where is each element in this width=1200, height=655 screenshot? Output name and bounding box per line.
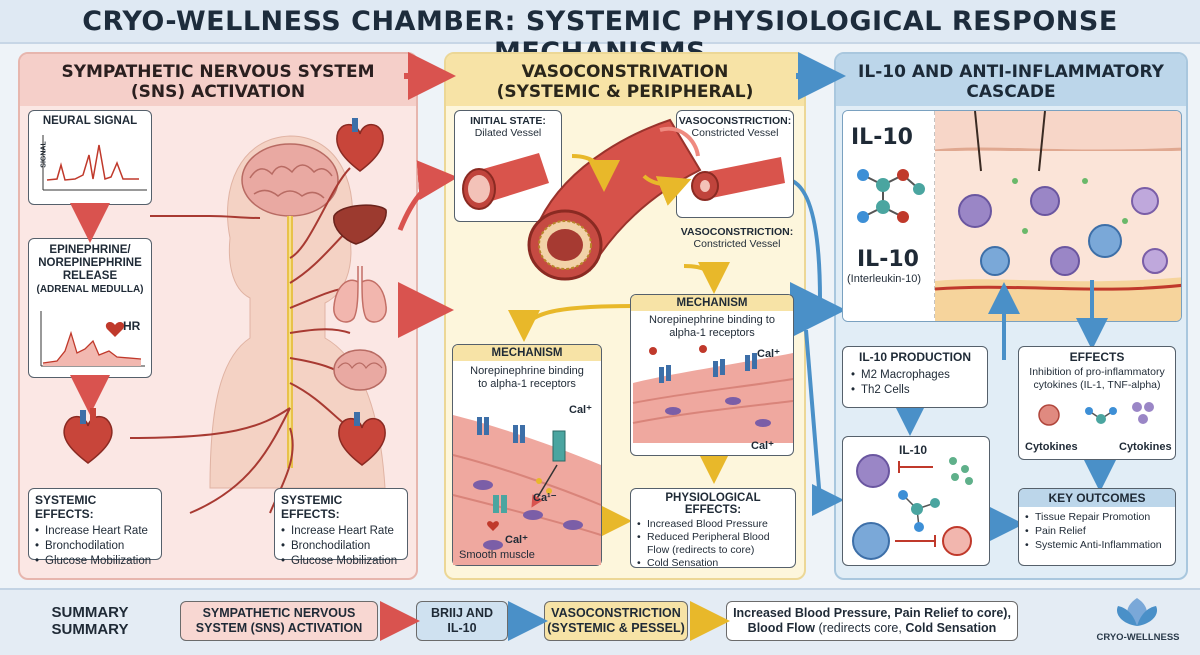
receptor-tissue-right: [632, 345, 794, 443]
il10-panel-header: IL-10 AND ANTI-INFLAMMATORY CASCADE: [836, 54, 1186, 106]
initial-state-box: INITIAL STATE: Dilated Vessel: [454, 110, 562, 222]
systemic-effects-left-box: SYSTEMIC EFFECTS: Increase Heart Rate Br…: [28, 488, 162, 569]
physiological-effects-box: PHYSIOLOGICAL EFFECTS: Increased Blood P…: [630, 488, 796, 570]
dilated-vessel-icon: [462, 153, 549, 210]
list-item: Glucose Mobilization: [281, 554, 401, 569]
liver-icon: [333, 204, 387, 245]
heart-organ-icon: [63, 408, 113, 464]
skin-tissue-illustration: [934, 111, 1181, 321]
list-item: Reduced Peripheral Blood Flow (redirects…: [637, 531, 789, 557]
vasoconstriction-panel-header: VASOCONSTRIVATION (SYSTEMIC & PERIPHERAL…: [446, 54, 804, 106]
il10-effects-box: EFFECTS Inhibition of pro-inflammatory c…: [1018, 346, 1176, 460]
il10-interaction-box: IL-10: [842, 436, 990, 566]
list-item: Cold Sensation: [637, 557, 789, 570]
cryo-wellness-logo-icon: [1116, 598, 1158, 626]
list-item: Systemic Anti-Inflammation: [1025, 538, 1169, 552]
heart-organ-top-icon: [336, 118, 384, 172]
heart-rate-graph: [40, 311, 145, 367]
receptor-tissue-left: [452, 415, 602, 565]
cytokines-icons: [1038, 402, 1154, 426]
neural-signal-box: NEURAL SIGNAL SIGNAL: [28, 110, 152, 205]
page-title: CRYO-WELLNESS CHAMBER: SYSTEMIC PHYSIOLO…: [82, 6, 1118, 68]
heart-icon: [105, 322, 125, 337]
il10-production-list: M2 Macrophages Th2 Cells: [851, 368, 979, 398]
list-item: Tissue Repair Promotion: [1025, 510, 1169, 524]
mechanism-left-box: MECHANISM Norepinephrine binding to alph…: [452, 344, 602, 566]
list-item: Increased Blood Pressure: [637, 518, 789, 531]
large-vessel-illustration: [527, 118, 702, 281]
systemic-effects-right-list: Increase Heart Rate Bronchodilation Gluc…: [281, 524, 401, 569]
lungs-icon: [333, 266, 387, 323]
vaso-yellow-arrows: [508, 154, 730, 537]
list-item: Increase Heart Rate: [281, 524, 401, 539]
summary-chip-vaso: VASOCONSTRICTION(SYSTEMIC & PESSEL): [544, 601, 688, 641]
heart-organ-bottom-icon: [338, 412, 386, 466]
systemic-effects-right-box: SYSTEMIC EFFECTS: Increase Heart Rate Br…: [274, 488, 408, 569]
il10-molecule-icon: [857, 169, 925, 223]
il10-production-box: IL-10 PRODUCTION M2 Macrophages Th2 Cell…: [842, 346, 988, 408]
brain-organ-icon: [333, 349, 387, 391]
list-item: Glucose Mobilization: [35, 554, 155, 569]
list-item: Bronchodilation: [35, 539, 155, 554]
constricted-vessel-mid-label: VASOCONSTRICTION: Constricted Vessel: [680, 226, 794, 250]
il10-interaction-diagram: [852, 454, 973, 560]
hormone-release-box: EPINEPHRINE/ NOREPINEPHRINE RELEASE (ADR…: [28, 238, 152, 378]
mechanism-right-box: MECHANISM Norepinephrine binding to alph…: [630, 294, 794, 456]
key-outcomes-list: Tissue Repair Promotion Pain Relief Syst…: [1025, 510, 1169, 552]
systemic-effects-left-list: Increase Heart Rate Bronchodilation Gluc…: [35, 524, 155, 569]
sns-column-arrows: [70, 203, 110, 415]
brain-icon: [241, 143, 339, 217]
il10-illustration-box: IL-10 IL-10 (Interleukin-10): [842, 110, 1182, 322]
summary-chip-outcomes: Increased Blood Pressure, Pain Relief to…: [726, 601, 1018, 641]
sns-panel-header: SYMPATHETIC NERVOUS SYSTEM (SNS) ACTIVAT…: [20, 54, 416, 106]
title-bar: [0, 0, 1200, 44]
body-arrow-vaso-il10-bottom: [804, 329, 844, 516]
brand-name: CRYO-WELLNESS: [1096, 632, 1180, 643]
neural-signal-graph: [42, 135, 147, 191]
physiological-effects-list: Increased Blood Pressure Reduced Periphe…: [637, 518, 789, 570]
summary-label: SUMMARY SUMMARY: [51, 604, 129, 638]
list-item: Increase Heart Rate: [35, 524, 155, 539]
list-item: Bronchodilation: [281, 539, 401, 554]
list-item: M2 Macrophages: [851, 368, 979, 383]
list-item: Th2 Cells: [851, 383, 979, 398]
constricted-vessel-icon: [691, 157, 785, 201]
list-item: Pain Relief: [1025, 524, 1169, 538]
key-outcomes-box: KEY OUTCOMES Tissue Repair Promotion Pai…: [1018, 488, 1176, 566]
